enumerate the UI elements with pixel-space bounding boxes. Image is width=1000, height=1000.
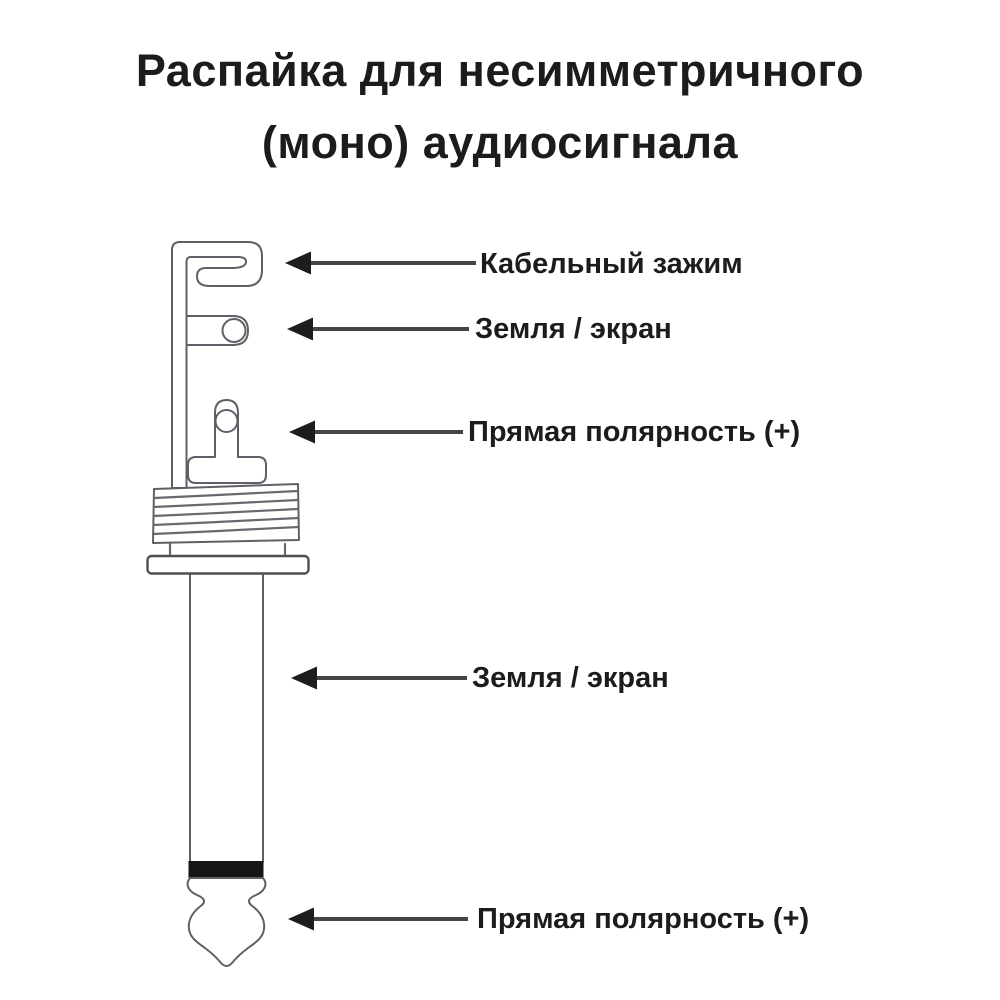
ground-lug-hole [221,318,247,343]
arrow-tip-terminal [289,420,463,444]
page-title-line2: (моно) аудиосигнала [261,117,739,168]
label-cable-clamp: Кабельный зажим [480,248,743,280]
ground-lug-icon [185,315,249,346]
page-title: Распайка для несимметричного (моно) ауди… [0,35,1000,179]
arrow-plug-tip [288,907,468,931]
threaded-barrel-icon [151,483,300,544]
arrow-sleeve-shaft [291,666,467,690]
cable-clamp-icon [171,241,263,489]
sleeve-shaft-icon [189,567,264,863]
label-tip-polarity-bottom: Прямая полярность (+) [477,903,810,935]
tip-terminal-icon [187,399,267,484]
arrow-ground-lug [287,317,469,341]
label-tip-polarity-top: Прямая полярность (+) [468,416,801,448]
arrow-cable-clamp [285,251,476,275]
label-ground-shield-top: Земля / экран [475,313,672,345]
label-ground-shield-sleeve: Земля / экран [472,662,669,694]
insulator-ring-icon [188,861,264,878]
plug-tip-icon [186,877,267,967]
tip-terminal-hole [214,409,239,433]
flange-icon [146,554,310,575]
page-title-line1: Распайка для несимметричного [135,45,865,96]
